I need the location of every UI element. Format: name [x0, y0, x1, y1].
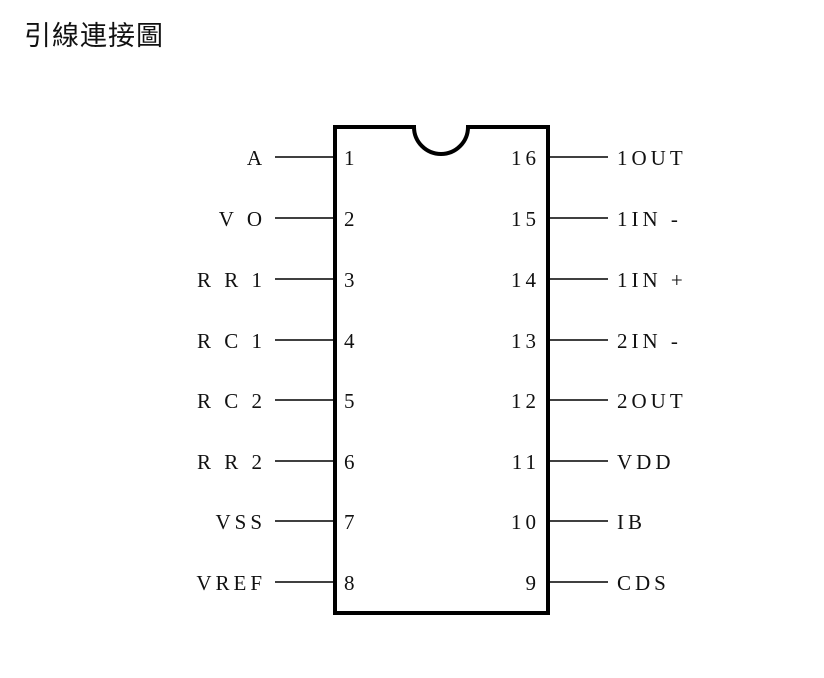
pin-number-right: 12	[511, 389, 540, 413]
pin-label-right: CDS	[617, 571, 670, 595]
page-title: 引線連接圖	[24, 21, 164, 52]
pin-label-left: R R 2	[197, 450, 266, 474]
pin-label-left: R C 1	[197, 329, 266, 353]
pin-number-left: 3	[344, 268, 359, 292]
pin-label-left: VSS	[215, 510, 266, 534]
pin-number-right: 16	[511, 146, 540, 170]
pin-number-right: 13	[511, 329, 540, 353]
pin-number-right: 10	[511, 510, 540, 534]
pin-label-right: IB	[617, 510, 646, 534]
pin-label-left: VREF	[196, 571, 266, 595]
pin-label-left: A	[247, 146, 266, 170]
pin-number-left: 8	[344, 571, 359, 595]
pin-number-left: 4	[344, 329, 359, 353]
pin-number-right: 11	[512, 450, 540, 474]
pin-label-right: 1IN -	[617, 207, 682, 231]
pin-label-right: 2IN -	[617, 329, 682, 353]
pin-number-right: 14	[511, 268, 540, 292]
pin-number-left: 1	[344, 146, 359, 170]
chip-body	[333, 125, 550, 615]
pin-number-right: 9	[526, 571, 541, 595]
pin-label-right: VDD	[617, 450, 675, 474]
pin-number-left: 5	[344, 389, 359, 413]
pin-label-right: 2OUT	[617, 389, 687, 413]
pin-label-right: 1IN +	[617, 268, 687, 292]
pin-label-left: R C 2	[197, 389, 266, 413]
pin-label-right: 1OUT	[617, 146, 687, 170]
pin-number-right: 15	[511, 207, 540, 231]
pin-label-left: R R 1	[197, 268, 266, 292]
pin-number-left: 2	[344, 207, 359, 231]
pin-label-left: V O	[219, 207, 266, 231]
pin-number-left: 6	[344, 450, 359, 474]
pin-number-left: 7	[344, 510, 359, 534]
